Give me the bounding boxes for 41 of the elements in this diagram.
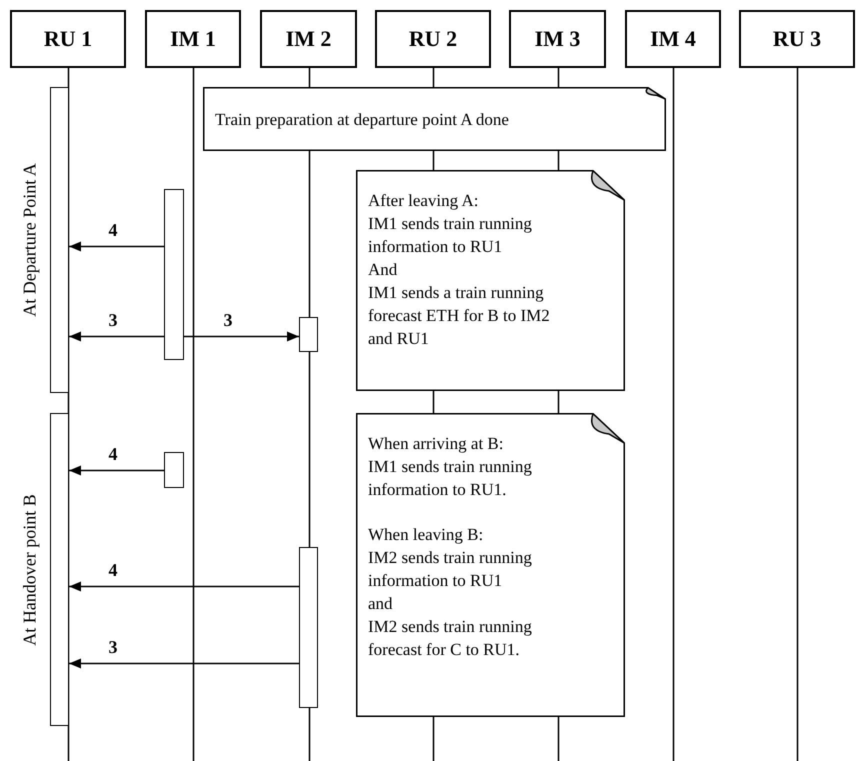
participant-label: RU 2 xyxy=(408,28,458,50)
note-text: When arriving at B: xyxy=(368,433,504,455)
message-arrow xyxy=(184,332,299,342)
activation-bar xyxy=(50,87,69,393)
activation-bar xyxy=(164,189,184,360)
participant-box xyxy=(145,10,241,68)
note-text: When leaving B: xyxy=(368,524,484,546)
participant-label: RU 1 xyxy=(44,28,92,50)
note-box xyxy=(356,413,625,717)
note-box xyxy=(203,87,666,151)
note-text: IM1 sends train running information to RU1. xyxy=(368,456,533,501)
note-text: Train preparation at departure point A done xyxy=(215,108,510,130)
message-arrow xyxy=(69,658,299,668)
note-box xyxy=(356,170,625,391)
participant-label: IM 4 xyxy=(650,28,696,50)
note-text: And xyxy=(368,259,398,281)
participant-box xyxy=(509,10,606,68)
activation-bar xyxy=(299,317,318,352)
note-text: IM2 sends train running forecast for C to RU1. xyxy=(368,616,533,661)
phase-label: At Handover point B xyxy=(19,494,41,646)
participant-label: RU 3 xyxy=(772,28,822,50)
note-text: After leaving A: xyxy=(368,190,480,212)
activation-bar xyxy=(299,547,318,708)
note-text: IM1 sends train running information to RU1 xyxy=(368,213,533,258)
message-arrow xyxy=(69,332,164,342)
note-text: and xyxy=(368,593,394,615)
participant-box xyxy=(625,10,721,68)
message-arrow xyxy=(69,242,164,252)
phase-label: At Departure Point A xyxy=(19,163,41,317)
activation-bar xyxy=(50,413,69,726)
participant-label: IM 1 xyxy=(170,28,216,50)
message-arrow xyxy=(69,582,299,592)
activation-bar xyxy=(164,452,184,488)
participant-label: IM 2 xyxy=(286,28,332,50)
note-text: IM1 sends a train running forecast ETH for B to IM2 and RU1 xyxy=(368,282,551,350)
message-arrow xyxy=(69,466,164,476)
participant-box xyxy=(375,10,491,68)
participant-box xyxy=(10,10,126,68)
participant-label: IM 3 xyxy=(534,28,580,50)
participant-box xyxy=(260,10,357,68)
participant-box xyxy=(739,10,855,68)
